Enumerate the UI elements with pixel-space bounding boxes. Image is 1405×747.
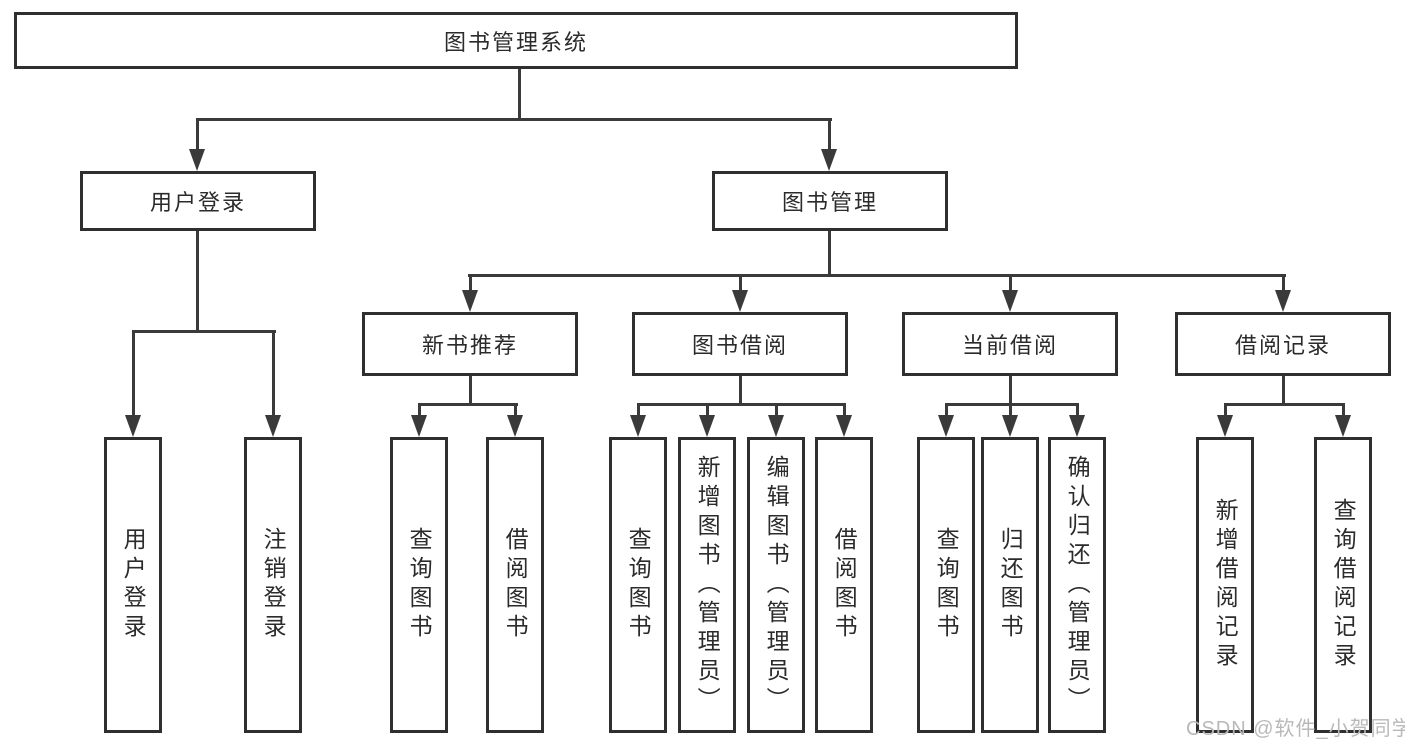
arrowhead-down-icon [1335,415,1351,437]
connector-vline [469,274,472,292]
arrowhead-down-icon [1002,290,1018,312]
connector-vline [775,403,778,417]
node-new-book-recommendation-label: 新书推荐 [421,333,518,358]
leaf-confirm-return-admin-label: 确认归还（管理员） [1064,454,1091,716]
arrowhead-down-icon [699,415,715,437]
leaf-add-borrow-record-label: 新增借阅记录 [1212,498,1239,672]
node-book-management: 图书管理 [712,171,948,231]
connector-vline [132,330,135,416]
node-book-management-label: 图书管理 [781,190,878,215]
node-borrowing-records-label: 借阅记录 [1234,333,1331,358]
arrowhead-down-icon [821,149,837,171]
arrowhead-down-icon [1217,415,1233,437]
connector-vline [514,403,517,417]
connector-vline [196,118,199,151]
node-user-login-label: 用户登录 [149,190,246,215]
arrowhead-down-icon [462,290,478,312]
node-borrowing-records: 借阅记录 [1175,312,1391,376]
arrowhead-down-icon [1275,290,1291,312]
connector-vline [828,231,831,276]
connector-vline [1009,376,1012,406]
connector-vline [272,330,275,416]
node-user-login: 用户登录 [80,171,316,231]
arrowhead-down-icon [1002,415,1018,437]
connector-hline [468,274,1286,277]
leaf-edit-book-admin-label: 编辑图书（管理员） [763,454,790,716]
connector-vline [1282,376,1285,406]
leaf-user-login-label: 用户登录 [120,527,147,643]
connector-vline [828,118,831,151]
connector-hline [132,330,276,333]
leaf-query-books-recommend: 查询图书 [390,437,448,733]
connector-vline [469,376,472,406]
leaf-add-book-admin: 新增图书（管理员） [678,437,736,733]
arrowhead-down-icon [630,415,646,437]
leaf-add-borrow-record: 新增借阅记录 [1196,437,1254,733]
leaf-borrow-books-recommend-label: 借阅图书 [502,527,529,643]
leaf-edit-book-admin: 编辑图书（管理员） [747,437,805,733]
connector-vline [637,403,640,417]
connector-vline [1282,274,1285,292]
connector-vline [1009,274,1012,292]
connector-vline [739,376,742,406]
arrowhead-down-icon [265,415,281,437]
arrowhead-down-icon [507,415,523,437]
leaf-query-books-borrowing-label: 查询图书 [625,527,652,643]
leaf-logout-label: 注销登录 [260,527,287,643]
arrowhead-down-icon [836,415,852,437]
arrowhead-down-icon [189,149,205,171]
node-root-label: 图书管理系统 [443,29,588,55]
leaf-borrow-books-borrowing-label: 借阅图书 [831,527,858,643]
connector-vline [418,403,421,417]
connector-vline [1342,403,1345,417]
connector-vline [1076,403,1079,417]
leaf-query-books-current: 查询图书 [917,437,975,733]
connector-vline [945,403,948,417]
connector-vline [1009,403,1012,417]
node-book-borrowing-label: 图书借阅 [691,333,788,358]
leaf-query-books-borrowing: 查询图书 [609,437,667,733]
arrowhead-down-icon [1069,415,1085,437]
arrowhead-down-icon [938,415,954,437]
arrowhead-down-icon [732,290,748,312]
leaf-return-books: 归还图书 [981,437,1039,733]
leaf-borrow-books-borrowing: 借阅图书 [815,437,873,733]
connector-vline [196,231,199,332]
leaf-borrow-books-recommend: 借阅图书 [486,437,544,733]
leaf-query-borrow-record: 查询借阅记录 [1314,437,1372,733]
leaf-confirm-return-admin: 确认归还（管理员） [1048,437,1106,733]
leaf-logout: 注销登录 [244,437,302,733]
connector-vline [706,403,709,417]
node-new-book-recommendation: 新书推荐 [362,312,578,376]
connector-hline [637,403,846,406]
connector-hline [945,403,1079,406]
node-book-borrowing: 图书借阅 [632,312,848,376]
node-current-borrowing-label: 当前借阅 [961,333,1058,358]
connector-hline [1224,403,1345,406]
connector-hline [418,403,518,406]
csdn-watermark: CSDN @软件_小贺同学 [1186,718,1405,740]
leaf-return-books-label: 归还图书 [997,527,1024,643]
arrowhead-down-icon [125,415,141,437]
arrowhead-down-icon [411,415,427,437]
connector-hline [196,118,832,121]
node-current-borrowing: 当前借阅 [902,312,1118,376]
leaf-user-login: 用户登录 [104,437,162,733]
node-root: 图书管理系统 [14,12,1018,69]
connector-vline [843,403,846,417]
arrowhead-down-icon [768,415,784,437]
leaf-query-books-current-label: 查询图书 [933,527,960,643]
leaf-query-borrow-record-label: 查询借阅记录 [1330,498,1357,672]
connector-vline [1224,403,1227,417]
connector-vline [739,274,742,292]
connector-vline [518,69,521,121]
leaf-query-books-recommend-label: 查询图书 [406,527,433,643]
leaf-add-book-admin-label: 新增图书（管理员） [694,454,721,716]
